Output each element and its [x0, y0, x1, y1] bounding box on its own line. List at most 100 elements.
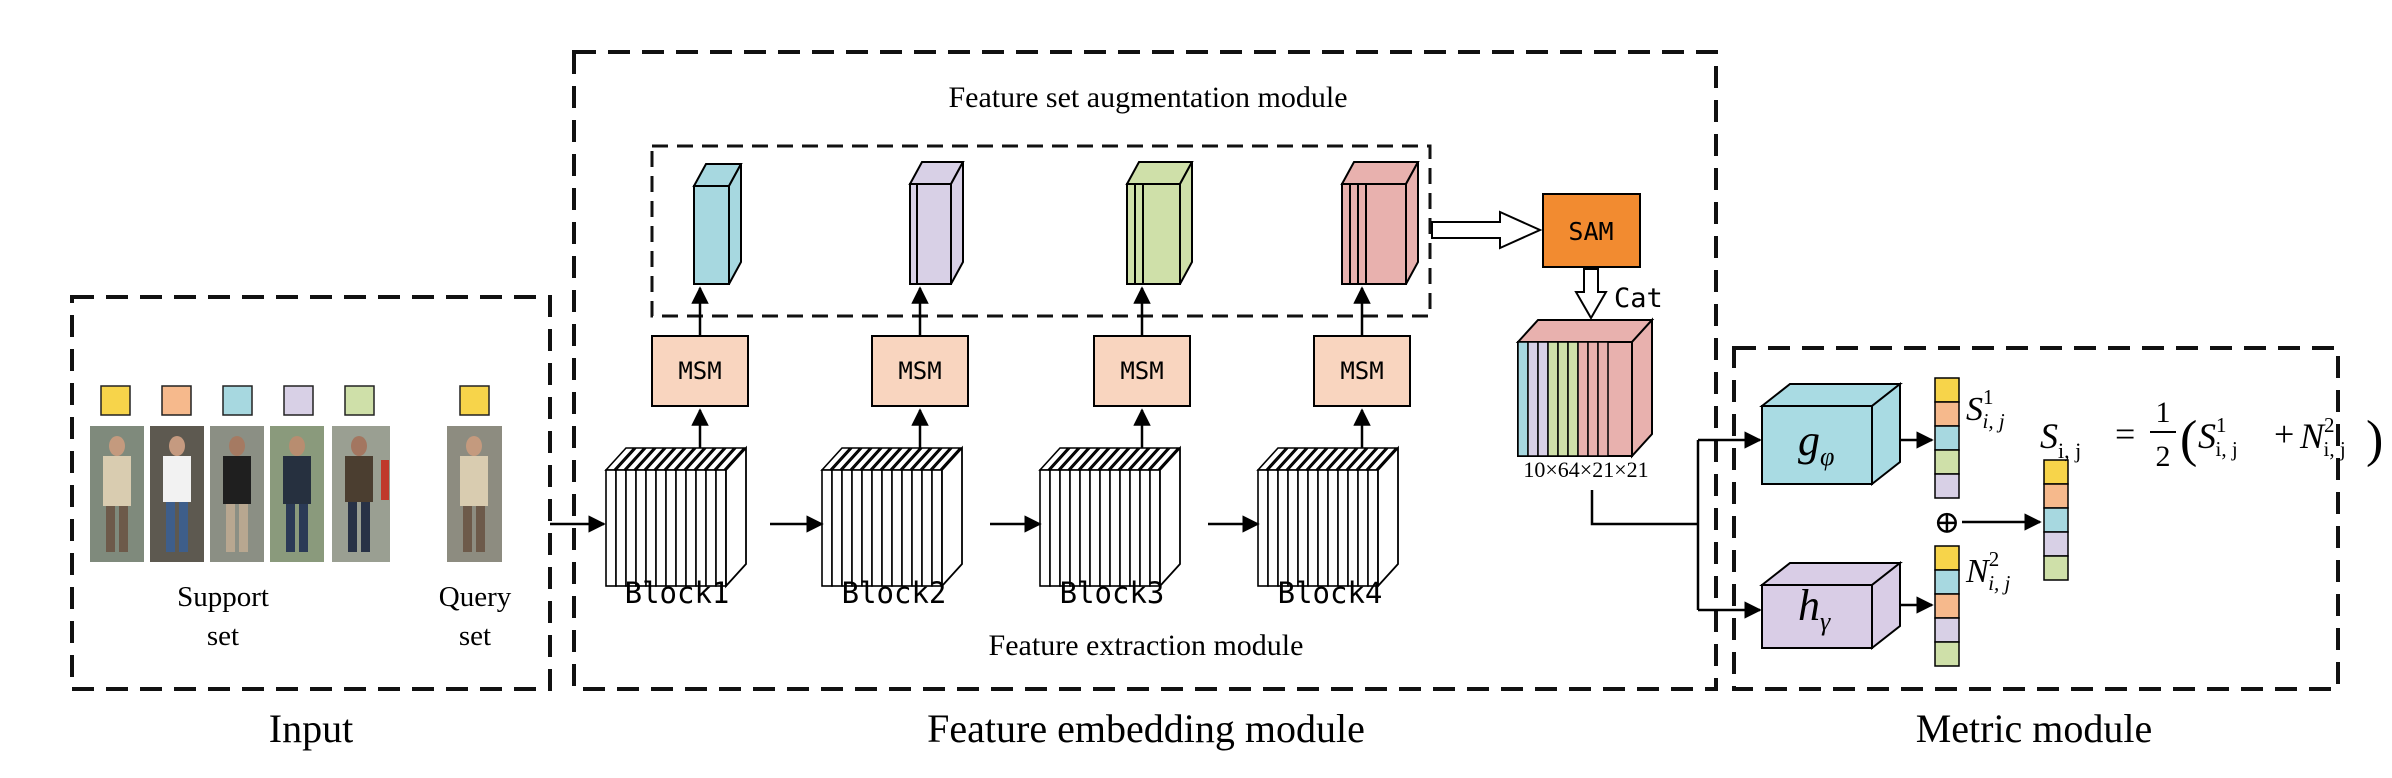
conv-slab — [831, 469, 843, 587]
block-label-2: Block2 — [842, 576, 947, 610]
s-vector — [1934, 377, 1960, 499]
svg-text:N2i, j: N2i, j — [2299, 413, 2346, 461]
conv-slab — [665, 469, 677, 587]
msm-label-3: MSM — [1120, 357, 1163, 385]
conv-slab — [1367, 469, 1379, 587]
extraction-title: Feature extraction module — [989, 629, 1304, 662]
person-image — [90, 426, 144, 562]
conv-slab — [695, 469, 707, 587]
conv-slab — [1099, 469, 1111, 587]
support-set-label-line2: set — [207, 620, 239, 652]
h-network-box — [1759, 560, 1903, 651]
conv-slab — [645, 469, 657, 587]
conv-slab — [705, 469, 717, 587]
conv-blocks — [604, 445, 1399, 589]
plus-symbol: ⊕ — [1934, 504, 1961, 540]
embedding-module-frame — [572, 50, 1718, 691]
augmentation-frame — [650, 144, 1432, 318]
conv-slab — [605, 469, 617, 587]
cat-label: Cat — [1614, 283, 1663, 314]
input-module-frame — [70, 295, 552, 691]
conv-slab — [655, 469, 667, 587]
conv-block-3 — [1038, 445, 1181, 589]
conv-slab — [861, 469, 873, 587]
conv-slab — [635, 469, 647, 587]
conv-slab — [615, 469, 627, 587]
person-image — [270, 426, 324, 562]
swatch-orange — [161, 385, 192, 416]
n-vector — [1934, 545, 1960, 667]
svg-text:Si, j: Si, j — [2040, 416, 2081, 463]
conv-slab — [851, 469, 863, 587]
svg-text:1: 1 — [2156, 396, 2171, 429]
conv-slab — [1307, 469, 1319, 587]
svg-text:): ) — [2366, 411, 2383, 468]
conv-slab — [931, 469, 943, 587]
conv-slab — [1069, 469, 1081, 587]
conv-slab — [821, 469, 833, 587]
conv-slab — [1129, 469, 1141, 587]
conv-slab — [625, 469, 637, 587]
query-set-label-line2: set — [459, 620, 491, 652]
concat-tensor — [1515, 317, 1655, 459]
conv-slab — [1357, 469, 1369, 587]
conv-slab — [1297, 469, 1309, 587]
conv-slab — [1109, 469, 1121, 587]
swatch-purple — [283, 385, 314, 416]
query-set-label: Query — [439, 581, 512, 613]
conv-slab — [1337, 469, 1349, 587]
conv-block-side — [725, 445, 747, 589]
conv-slab — [1347, 469, 1359, 587]
conv-slab — [901, 469, 913, 587]
support-color-swatches — [100, 385, 490, 416]
conv-slab — [1257, 469, 1269, 587]
sam-label: SAM — [1568, 217, 1613, 246]
conv-block-4 — [1256, 445, 1399, 589]
msm-box-2 — [871, 335, 969, 407]
conv-block-side — [941, 445, 963, 589]
conv-slab — [891, 469, 903, 587]
svg-text:=: = — [2115, 414, 2135, 454]
result-vector — [2043, 459, 2069, 581]
conv-slab — [685, 469, 697, 587]
person-image — [150, 426, 204, 562]
feature-map-2 — [908, 161, 965, 285]
conv-block-side — [1377, 445, 1399, 589]
msm-label-1: MSM — [678, 357, 721, 385]
g-network-box — [1759, 381, 1903, 487]
conv-slab — [921, 469, 933, 587]
msm-label-4: MSM — [1340, 357, 1383, 385]
conv-slab — [1149, 469, 1161, 587]
hollow-arrow-down — [1574, 268, 1608, 321]
person-image — [332, 426, 390, 562]
feature-map-3 — [1125, 161, 1194, 285]
metric-title: Metric module — [1916, 706, 2153, 751]
swatch-yellow — [100, 385, 131, 416]
query-swatch-yellow — [459, 385, 490, 416]
conv-slab — [1059, 469, 1071, 587]
tensor-size-label: 10×64×21×21 — [1523, 457, 1648, 482]
conv-slab — [881, 469, 893, 587]
svg-text:(: ( — [2180, 411, 2197, 468]
hollow-arrow-to-sam — [1431, 210, 1543, 250]
conv-slab — [1287, 469, 1299, 587]
conv-slab — [911, 469, 923, 587]
block-label-4: Block4 — [1278, 576, 1383, 610]
conv-slab — [841, 469, 853, 587]
svg-text:S1i, j: S1i, j — [2198, 413, 2238, 461]
msm-box-4 — [1313, 335, 1411, 407]
svg-text:+: + — [2274, 414, 2294, 454]
conv-block-1 — [604, 445, 747, 589]
msm-label-2: MSM — [898, 357, 941, 385]
block-label-1: Block1 — [625, 576, 730, 610]
conv-slab — [1079, 469, 1091, 587]
metric-module-frame — [1732, 346, 2340, 691]
tensor-connector — [1590, 490, 1698, 526]
support-set-label: Support — [177, 581, 269, 613]
conv-slab — [675, 469, 687, 587]
input-title: Input — [269, 706, 353, 751]
conv-slab — [1317, 469, 1329, 587]
conv-slab — [1277, 469, 1289, 587]
